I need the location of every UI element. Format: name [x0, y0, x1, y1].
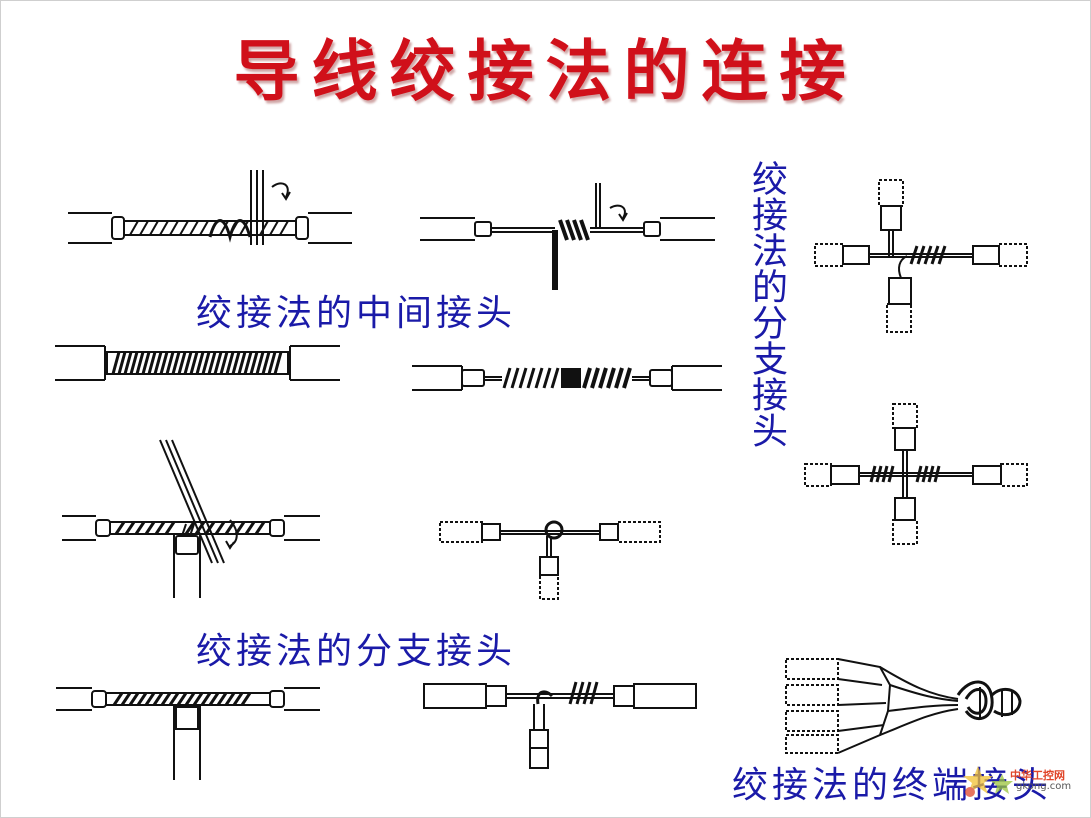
middle-joint-figure-2 [420, 183, 715, 290]
branch-joint-label: 绞接法的分支接头 [196, 631, 517, 672]
terminal-joint-label: 绞接法的终端接头 [732, 765, 1053, 806]
branch-joint-figure-5 [814, 179, 1028, 333]
branch-joint-figure-4 [423, 681, 697, 769]
branch-joint-figure-6 [804, 403, 1028, 545]
branch-joint-figure-3 [56, 687, 320, 780]
watermark-url: gkong.com [1016, 781, 1072, 792]
branch-joint-figure-2 [439, 520, 661, 600]
middle-joint-label: 绞接法的中间接头 [196, 293, 517, 334]
branch-joint-vertical-label: 绞接法的分支接头 [746, 160, 787, 448]
branch-joint-figure-1 [62, 439, 320, 598]
slide-title: 导线绞接法的连接 [233, 32, 858, 110]
middle-joint-figure-3 [55, 345, 340, 381]
middle-joint-figure-4 [412, 365, 722, 391]
terminal-joint-figure [785, 658, 1022, 754]
watermark-logo-icon [963, 766, 1013, 797]
middle-joint-figure-1 [68, 170, 352, 245]
watermark-brand: 中华工控网 [1010, 769, 1065, 782]
